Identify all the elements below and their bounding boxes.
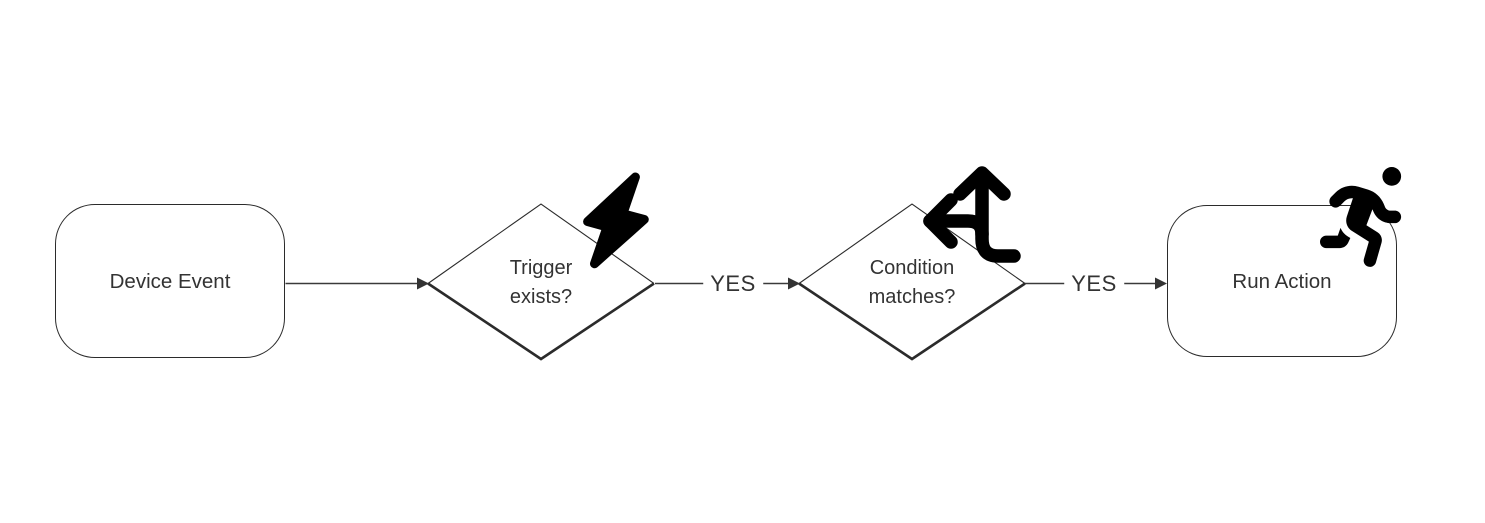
bolt-icon (583, 172, 649, 269)
edge-device-to-trigger (285, 277, 429, 290)
arrowhead-icon (788, 277, 800, 290)
split-arrows-icon (923, 166, 1021, 263)
node-device-event: Device Event (55, 204, 285, 358)
edge-label-yes-2: YES (1064, 271, 1124, 297)
diamond-trigger-exists (427, 203, 655, 361)
arrowhead-icon (1155, 277, 1167, 290)
edge-label-yes-1: YES (703, 271, 763, 297)
arrowhead-icon (417, 277, 429, 290)
node-condition-matches-label: Condition matches? (868, 257, 956, 308)
person-running-icon (1320, 167, 1402, 267)
node-run-action-label: Run Action (1232, 269, 1332, 293)
node-device-event-label: Device Event (109, 269, 231, 293)
node-trigger-exists-label: Trigger exists? (509, 257, 573, 308)
